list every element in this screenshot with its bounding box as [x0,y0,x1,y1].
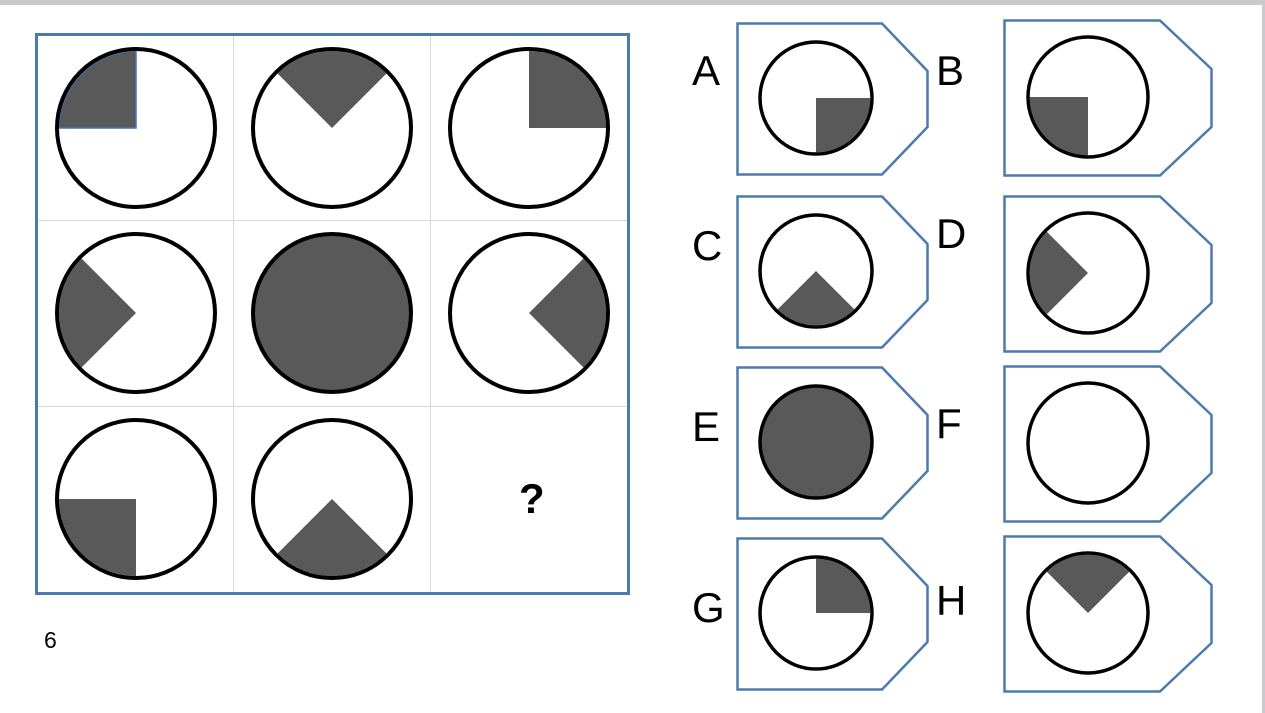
option-c[interactable]: C [692,195,929,349]
option-f-tag-icon [1003,365,1213,523]
option-e[interactable]: E [692,366,929,520]
option-d-tag-icon [1003,195,1213,353]
page-number: 6 [44,627,57,653]
puzzle-grid: ? [35,33,630,595]
option-a-label: A [692,47,721,94]
option-g-tag-icon [736,537,929,691]
option-c-tag-icon [736,195,929,349]
grid-cell-r1c2 [234,36,431,222]
option-g[interactable]: G [692,537,929,691]
puzzle-circle-right-wedge [447,232,610,395]
option-b-label: B [936,47,965,94]
option-f[interactable]: F [936,365,1213,523]
grid-cell-r3c3: ? [431,407,627,592]
grid-cell-r3c2 [234,406,431,592]
grid-cell-r1c1 [38,36,235,222]
puzzle-circle-left-wedge [54,232,217,395]
option-f-label: F [936,400,962,447]
option-e-label: E [692,403,721,450]
option-d-label: D [936,210,967,257]
grid-cell-r2c3 [430,221,627,407]
option-h-tag-icon [1003,535,1213,693]
puzzle-circle-full [250,232,413,395]
grid-cell-r2c1 [38,221,235,407]
option-a[interactable]: A [692,22,929,176]
option-h-label: H [936,577,967,624]
window-edge-top [0,0,1265,5]
option-b-tag-icon [1003,19,1213,177]
grid-cell-r1c3 [430,36,627,222]
puzzle-circle-bottom-left-quarter [54,418,217,581]
option-g-label: G [692,584,725,631]
grid-cell-r2c2 [234,221,431,407]
question-mark: ? [518,475,545,523]
puzzle-circle-top-wedge [250,47,413,210]
window-edge-right-scroll-area[interactable] [1262,0,1265,713]
option-e-tag-icon [736,366,929,520]
option-b[interactable]: B [936,19,1213,177]
option-c-label: C [692,222,723,269]
grid-cell-r3c1 [38,406,235,592]
option-h[interactable]: H [936,535,1213,693]
option-a-tag-icon [736,22,929,176]
puzzle-circle-top-left-quarter [54,47,217,210]
puzzle-circle-bottom-wedge [250,418,413,581]
option-d[interactable]: D [936,195,1213,353]
puzzle-circle-top-right-quarter [447,47,610,210]
